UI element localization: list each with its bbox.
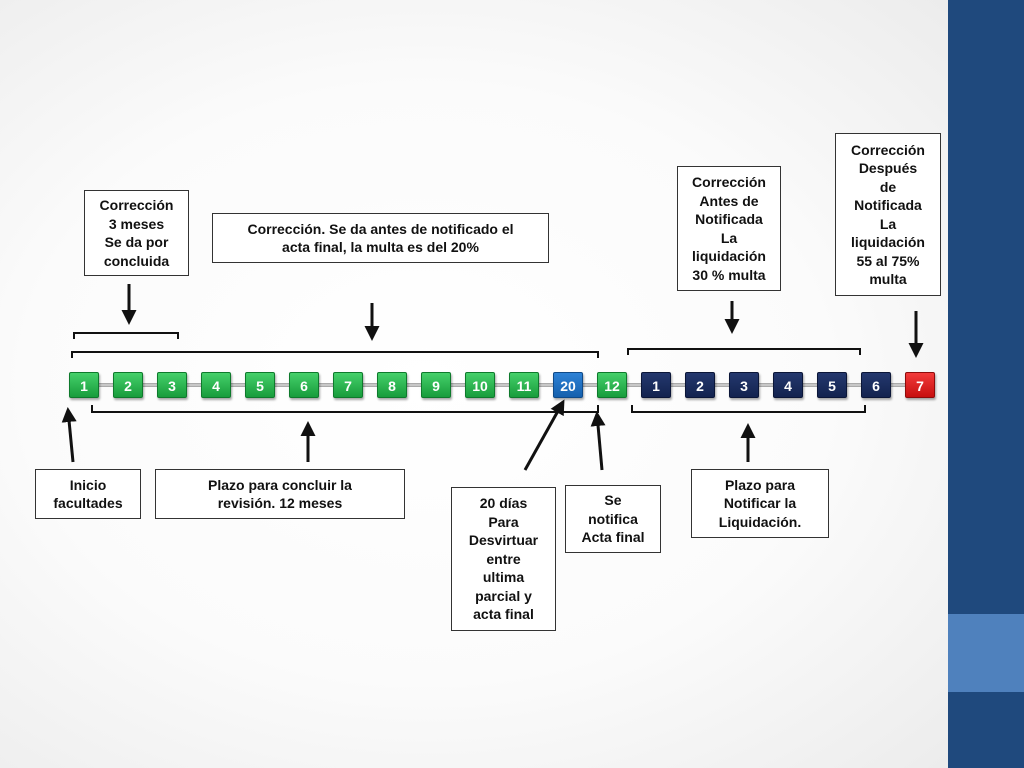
callout-veinte-dias: 20 días Para Desvirtuar entre ultima par… [451, 487, 556, 631]
timeline-step-liquidation: 6 [861, 372, 891, 398]
side-decoration-accent [948, 614, 1024, 692]
bracket-review-period [91, 405, 599, 413]
timeline-connector [495, 383, 509, 387]
timeline-connector [715, 383, 729, 387]
callout-correccion-antes-notificado: Corrección. Se da antes de notificado el… [212, 213, 549, 263]
timeline-connector [803, 383, 817, 387]
timeline-connector [407, 383, 421, 387]
timeline-connector [847, 383, 861, 387]
timeline-connector [275, 383, 289, 387]
timeline-step-liquidation: 2 [685, 372, 715, 398]
timeline-connector [319, 383, 333, 387]
timeline-step: 8 [377, 372, 407, 398]
timeline-connector [759, 383, 773, 387]
callout-correccion-antes-liquidacion: Corrección Antes de Notificada La liquid… [677, 166, 781, 291]
callout-plazo-concluir: Plazo para concluir la revisión. 12 mese… [155, 469, 405, 519]
arrow-veinte-dias [523, 399, 565, 471]
timeline-step: 2 [113, 372, 143, 398]
timeline-connector [451, 383, 465, 387]
timeline-step: 10 [465, 372, 495, 398]
timeline-step-liquidation: 1 [641, 372, 671, 398]
timeline-connector [143, 383, 157, 387]
timeline-step: 1 [69, 372, 99, 398]
timeline-connector [539, 383, 553, 387]
bracket-three-months [73, 332, 179, 339]
timeline-step: 12 [597, 372, 627, 398]
timeline-step: 9 [421, 372, 451, 398]
timeline-step-twenty-days: 20 [553, 372, 583, 398]
callout-correccion-despues-liquidacion: Corrección Después de Notificada La liqu… [835, 133, 941, 296]
arrow-inicio-facultades [61, 407, 77, 463]
callout-plazo-notificar: Plazo para Notificar la Liquidación. [691, 469, 829, 538]
arrow-se-notifica [590, 411, 606, 471]
timeline-step-liquidation: 5 [817, 372, 847, 398]
callout-inicio-facultades: Inicio facultades [35, 469, 141, 519]
timeline-connector [363, 383, 377, 387]
timeline-connectors [61, 284, 924, 471]
bracket-before-liquidation [627, 348, 861, 355]
timeline-step-liquidation: 4 [773, 372, 803, 398]
callout-correccion-3-meses: Corrección 3 meses Se da por concluida [84, 190, 189, 276]
timeline-connector [231, 383, 245, 387]
timeline-connector [583, 383, 597, 387]
timeline-step: 7 [333, 372, 363, 398]
callout-se-notifica: Se notifica Acta final [565, 485, 661, 553]
timeline-step-final: 7 [905, 372, 935, 398]
bracket-before-final-act [71, 351, 599, 358]
timeline-connector [627, 383, 641, 387]
timeline-step: 11 [509, 372, 539, 398]
timeline-connector [187, 383, 201, 387]
timeline-step-liquidation: 3 [729, 372, 759, 398]
timeline-step: 3 [157, 372, 187, 398]
timeline-connector [891, 383, 905, 387]
timeline-step: 4 [201, 372, 231, 398]
timeline-connector [671, 383, 685, 387]
bracket-notify-liquidation [631, 405, 866, 413]
timeline-step: 6 [289, 372, 319, 398]
timeline-connector [99, 383, 113, 387]
timeline-step: 5 [245, 372, 275, 398]
